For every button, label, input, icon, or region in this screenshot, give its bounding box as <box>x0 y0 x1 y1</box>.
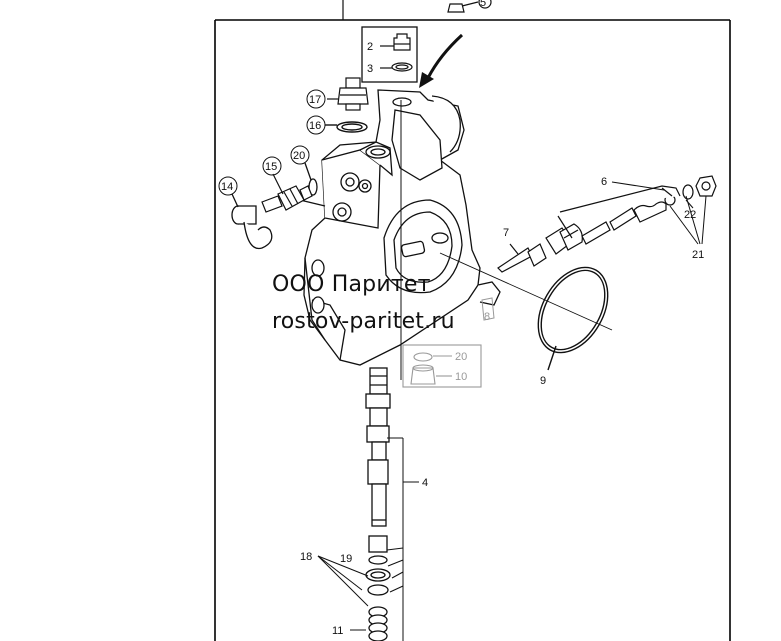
callout-2: 2 <box>367 41 373 53</box>
callout-17: 17 <box>309 94 321 106</box>
callout-5: 5 <box>480 0 486 9</box>
callout-18: 18 <box>300 551 312 563</box>
watermark-company: ООО Паритет <box>272 272 431 297</box>
callout-10: 10 <box>455 371 467 383</box>
callout-15: 15 <box>265 161 277 173</box>
part-14-cap <box>231 193 273 250</box>
callout-20-left: 20 <box>293 150 305 162</box>
callout-3: 3 <box>367 63 373 75</box>
callout-8: 8 <box>484 311 490 323</box>
callout-14: 14 <box>221 181 233 193</box>
callout-6: 6 <box>601 176 607 188</box>
watermark-site: rostov-paritet.ru <box>272 309 455 334</box>
part-8-plug <box>481 297 495 321</box>
part-2-3-group <box>361 26 418 83</box>
callout-19: 19 <box>340 553 352 565</box>
callout-11: 11 <box>332 625 343 637</box>
drawing-frame <box>214 19 731 641</box>
part-16-oring <box>325 121 368 133</box>
part-17-fitting <box>327 77 369 111</box>
callout-16: 16 <box>309 120 321 132</box>
valve-body <box>299 89 501 366</box>
part-4-bracket <box>317 437 419 641</box>
callout-4: 4 <box>422 477 428 489</box>
part-15-fitting <box>261 173 313 213</box>
part-9-oring <box>439 252 613 371</box>
part-20-10-group <box>402 344 482 388</box>
leaders-right <box>611 181 707 245</box>
direction-arrow <box>419 33 464 88</box>
callout-22: 22 <box>684 209 696 221</box>
part-7-cone <box>497 243 533 273</box>
callout-20-box: 20 <box>455 351 467 363</box>
callout-7: 7 <box>503 227 509 239</box>
callout-9: 9 <box>540 375 546 387</box>
part-5-nut <box>342 0 492 20</box>
part-4-spool <box>365 367 391 641</box>
part-6-relief-valve <box>527 175 717 267</box>
callouts: 5 2 3 17 16 15 20 14 6 22 21 7 8 20 10 9… <box>218 0 704 637</box>
callout-21: 21 <box>692 249 704 261</box>
